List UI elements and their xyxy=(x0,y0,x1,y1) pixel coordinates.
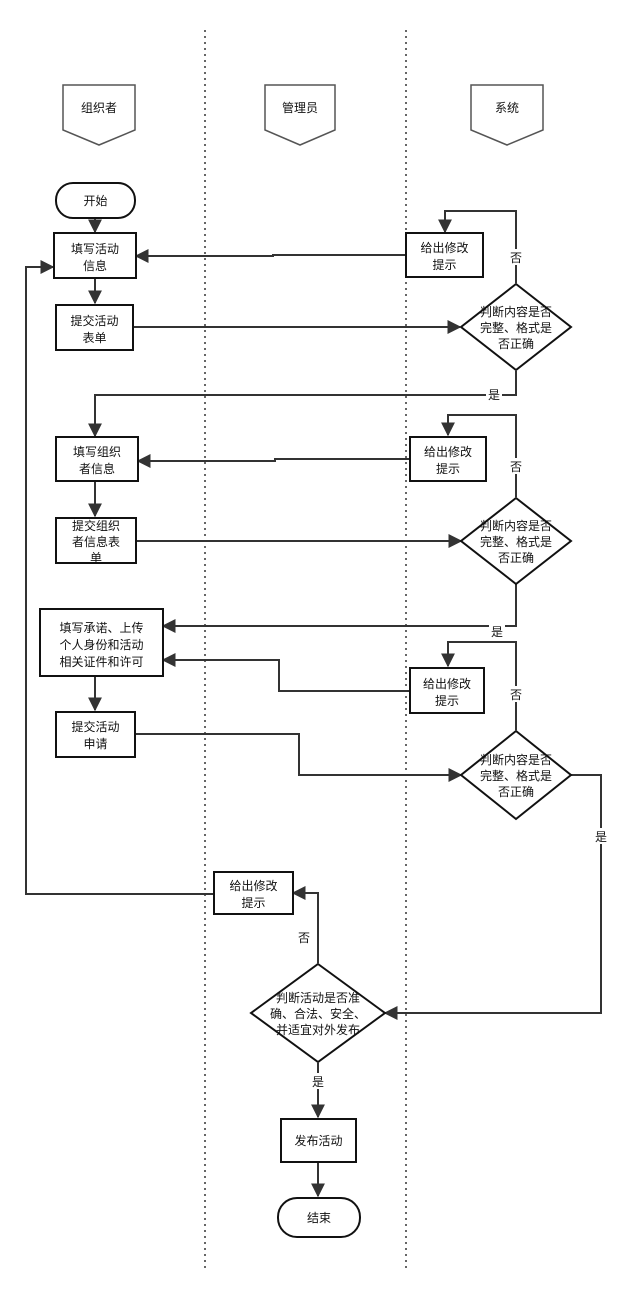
label-no-2: 否 xyxy=(510,460,522,474)
svg-text:提示: 提示 xyxy=(435,693,459,708)
end-terminal: 结束 xyxy=(277,1197,361,1238)
decision-check-3: 判断内容是否 完整、格式是 否正确 xyxy=(459,729,573,821)
svg-text:给出修改: 给出修改 xyxy=(423,676,471,691)
svg-text:提示: 提示 xyxy=(436,461,460,476)
svg-text:提交组织: 提交组织 xyxy=(72,518,120,533)
svg-text:否正确: 否正确 xyxy=(498,785,534,799)
connectors xyxy=(25,210,602,1198)
process-system-hint-3: 给出修改 提示 xyxy=(409,667,485,714)
svg-text:提交活动: 提交活动 xyxy=(71,719,119,734)
process-system-hint-1: 给出修改 提示 xyxy=(405,232,484,278)
svg-text:给出修改: 给出修改 xyxy=(424,444,472,459)
label-yes-3: 是 xyxy=(595,830,607,844)
label-no-3: 否 xyxy=(510,688,522,702)
label-yes-1: 是 xyxy=(488,388,500,402)
lane-header-admin: 管理员 xyxy=(264,84,336,146)
svg-text:判断内容是否: 判断内容是否 xyxy=(480,752,552,767)
svg-text:完整、格式是: 完整、格式是 xyxy=(480,768,552,783)
svg-text:相关证件和许可: 相关证件和许可 xyxy=(59,655,143,669)
lane-header-organizer: 组织者 xyxy=(62,84,136,146)
process-submit-organizer-form: 提交组织 者信息表 单 xyxy=(55,517,137,565)
svg-text:申请: 申请 xyxy=(83,737,107,751)
svg-text:填写活动: 填写活动 xyxy=(71,242,119,256)
decision-admin-judge: 判断活动是否准 确、合法、安全、 并适宜对外发布 xyxy=(249,962,387,1064)
decision-check-2: 判断内容是否 完整、格式是 否正确 xyxy=(459,496,573,586)
process-admin-hint: 给出修改 提示 xyxy=(213,871,294,915)
svg-text:个人身份和活动: 个人身份和活动 xyxy=(59,637,143,652)
process-submit-activity-application: 提交活动 申请 xyxy=(55,711,136,758)
start-terminal: 开始 xyxy=(55,182,136,219)
start-label: 开始 xyxy=(83,194,107,208)
process-publish-activity: 发布活动 xyxy=(280,1118,357,1163)
svg-text:给出修改: 给出修改 xyxy=(420,240,468,255)
svg-text:给出修改: 给出修改 xyxy=(229,878,277,893)
lane-header-system: 系统 xyxy=(470,84,544,146)
lane-label-organizer: 组织者 xyxy=(81,101,117,115)
svg-text:完整、格式是: 完整、格式是 xyxy=(480,534,552,549)
svg-text:判断内容是否: 判断内容是否 xyxy=(480,518,552,533)
svg-text:发布活动: 发布活动 xyxy=(294,1133,342,1148)
svg-text:者信息: 者信息 xyxy=(79,461,115,476)
process-fill-commitment-upload: 填写承诺、上传 个人身份和活动 相关证件和许可 xyxy=(39,608,164,677)
svg-text:判断活动是否准: 判断活动是否准 xyxy=(276,990,360,1005)
svg-text:完整、格式是: 完整、格式是 xyxy=(480,320,552,335)
svg-text:填写承诺、上传: 填写承诺、上传 xyxy=(59,620,143,635)
process-fill-organizer-info: 填写组织 者信息 xyxy=(55,436,139,482)
svg-text:填写组织: 填写组织 xyxy=(73,445,121,459)
svg-text:并适宜对外发布: 并适宜对外发布 xyxy=(276,1022,360,1037)
svg-text:提交活动: 提交活动 xyxy=(70,313,118,328)
process-fill-activity-info: 填写活动 信息 xyxy=(53,232,137,279)
end-label: 结束 xyxy=(307,1211,331,1225)
label-no-1: 否 xyxy=(510,251,522,265)
label-yes-2: 是 xyxy=(491,625,503,639)
label-no-admin: 否 xyxy=(298,931,310,945)
svg-text:提示: 提示 xyxy=(241,895,265,910)
process-submit-activity-form: 提交活动 表单 xyxy=(55,304,134,351)
label-yes-admin: 是 xyxy=(312,1075,324,1089)
svg-text:单: 单 xyxy=(90,551,102,565)
decision-check-1: 判断内容是否 完整、格式是 否正确 xyxy=(459,282,573,372)
svg-text:者信息表: 者信息表 xyxy=(72,534,120,549)
lane-label-admin: 管理员 xyxy=(282,100,318,115)
svg-text:判断内容是否: 判断内容是否 xyxy=(480,304,552,319)
svg-text:信息: 信息 xyxy=(83,258,107,273)
process-system-hint-2: 给出修改 提示 xyxy=(409,436,487,482)
svg-text:否正确: 否正确 xyxy=(498,337,534,351)
svg-text:否正确: 否正确 xyxy=(498,551,534,565)
svg-text:提示: 提示 xyxy=(432,257,456,272)
svg-text:确、合法、安全、: 确、合法、安全、 xyxy=(270,1006,366,1021)
svg-text:表单: 表单 xyxy=(82,331,106,345)
lane-label-system: 系统 xyxy=(495,101,519,115)
